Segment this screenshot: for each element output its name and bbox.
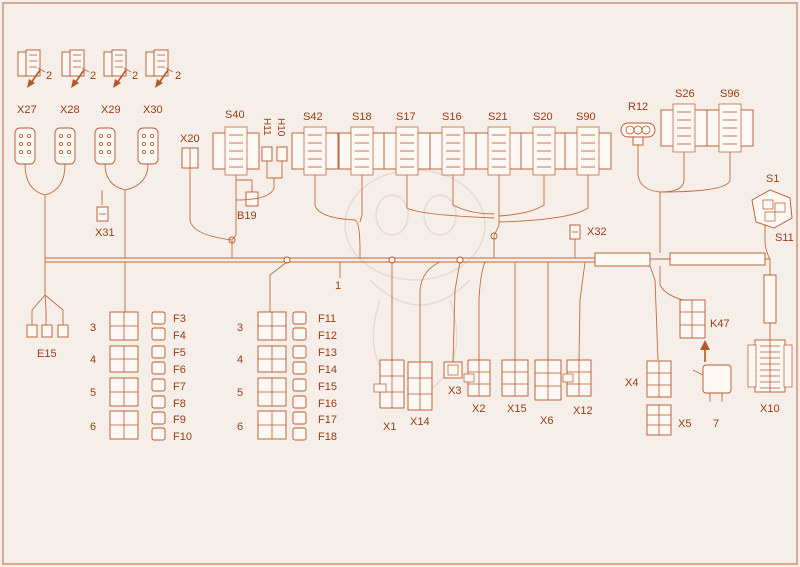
label-s21: S21 [488, 111, 508, 123]
switch-row: S42 S18 S17 S16 S21 S20 S90 [291, 111, 612, 258]
label-s11: S11 [775, 232, 794, 244]
label-x32: X32 [587, 226, 607, 238]
label-s42: S42 [303, 111, 323, 123]
fuse-f15: F15 [318, 381, 337, 393]
fusebox-left: 3 4 5 6 F3 F4 F5 F6 F7 F8 F9 F10 [90, 262, 192, 443]
fusebox-left-row-3: 3 [90, 322, 96, 334]
mating-plugs: X31 [14, 127, 159, 258]
fuse-f7: F7 [173, 381, 186, 393]
fuse-f8: F8 [173, 398, 186, 410]
fusebox-left-row-4: 4 [90, 354, 96, 366]
switch-s1-s11: S1 S11 [751, 173, 794, 260]
watermark [344, 169, 486, 391]
fuse-f5: F5 [173, 347, 186, 359]
label-s1: S1 [766, 173, 779, 185]
label-relay-7: 7 [713, 418, 719, 430]
fusebox-left-row-6: 6 [90, 421, 96, 433]
label-x29: X29 [101, 104, 121, 116]
fusebox-middle: 3 4 5 6 F11 F12 F13 F14 F15 F16 F17 F18 [237, 261, 337, 443]
callout-2-c: 2 [132, 70, 138, 82]
label-e15: E15 [37, 348, 57, 360]
fuses-middle [292, 311, 307, 441]
fuse-f11: F11 [318, 313, 336, 325]
lamp-e15: E15 [26, 258, 69, 360]
top-connector-group: 2 2 2 2 X27 X28 X29 X30 [17, 49, 181, 116]
lower-plugs: X1 X14 X3 X2 X15 X6 X12 [373, 261, 593, 433]
connector-x10: X10 [747, 339, 793, 415]
label-s26: S26 [675, 88, 695, 100]
callout-2-b: 2 [90, 70, 96, 82]
label-s18: S18 [352, 111, 372, 123]
fuse-f18: F18 [318, 431, 337, 443]
label-x6: X6 [540, 415, 553, 427]
connector-x30 [145, 49, 174, 88]
label-s20: S20 [533, 111, 553, 123]
fuse-f16: F16 [318, 398, 337, 410]
label-x10: X10 [760, 403, 780, 415]
label-s17: S17 [396, 111, 416, 123]
label-x14: X14 [410, 416, 430, 428]
label-x5: X5 [678, 418, 691, 430]
label-x4: X4 [625, 377, 638, 389]
label-x27: X27 [17, 104, 37, 116]
callout-2-a: 2 [46, 70, 52, 82]
label-k47: K47 [710, 318, 730, 330]
label-x20: X20 [180, 133, 200, 145]
label-s96: S96 [720, 88, 740, 100]
fusebox-mid-row-6: 6 [237, 421, 243, 433]
fuse-f3: F3 [173, 313, 186, 325]
fuse-f9: F9 [173, 414, 186, 426]
label-x12: X12 [573, 405, 593, 417]
fuse-f4: F4 [173, 330, 186, 342]
label-h11: H11 [261, 118, 272, 136]
switch-cluster-left: X20 S40 B19 H11 H10 [180, 109, 288, 258]
fusebox-mid-row-4: 4 [237, 354, 243, 366]
fusebox-mid-row-3: 3 [237, 322, 243, 334]
fuses-left [151, 311, 166, 441]
label-s90: S90 [576, 111, 596, 123]
label-h10: H10 [275, 118, 286, 137]
connector-x29 [103, 49, 132, 88]
fuse-f6: F6 [173, 364, 186, 376]
label-r12: R12 [628, 101, 648, 113]
label-x3: X3 [448, 385, 461, 397]
label-x30: X30 [143, 104, 163, 116]
label-x15: X15 [507, 403, 527, 415]
label-harness-1: 1 [335, 280, 341, 292]
label-x2: X2 [472, 403, 485, 415]
fusebox-left-row-5: 5 [90, 387, 96, 399]
label-s16: S16 [442, 111, 462, 123]
label-x1: X1 [383, 421, 396, 433]
connector-x28 [61, 49, 90, 88]
fuse-f14: F14 [318, 364, 337, 376]
label-x31: X31 [95, 227, 115, 239]
callout-2-d: 2 [175, 70, 181, 82]
label-b19: B19 [237, 210, 257, 222]
fuse-f17: F17 [318, 414, 337, 426]
fusebox-mid-row-5: 5 [237, 387, 243, 399]
connector-x27 [17, 49, 46, 88]
label-s40: S40 [225, 109, 245, 121]
fuse-f13: F13 [318, 347, 337, 359]
fuse-f12: F12 [318, 330, 337, 342]
label-x28: X28 [60, 104, 80, 116]
right-switch-cluster: R12 S26 S96 [620, 88, 754, 253]
fuse-f10: F10 [173, 431, 192, 443]
connectors-x4-x5: X4 X5 [625, 265, 691, 436]
relay-k47: K47 7 [659, 266, 732, 430]
